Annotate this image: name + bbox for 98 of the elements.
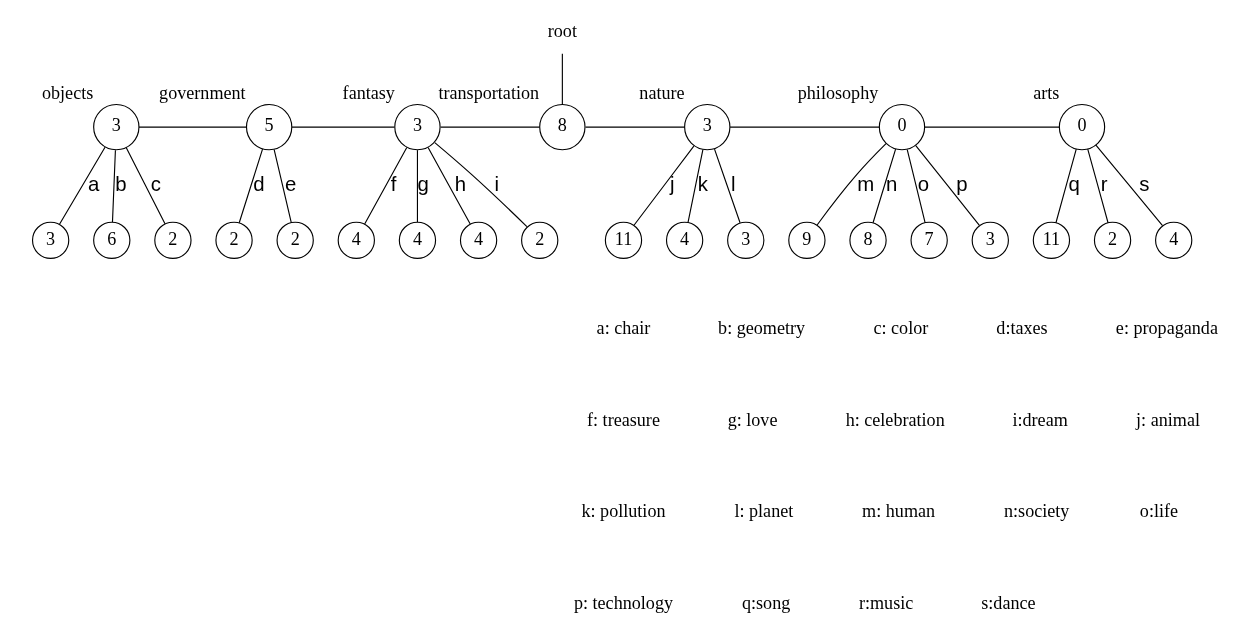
connector (111, 149, 116, 223)
connector (561, 53, 563, 105)
label: n:society (1004, 501, 1070, 522)
label: l: planet (734, 501, 794, 522)
label: s:dance (981, 593, 1036, 614)
node-circle: 0 (1058, 103, 1106, 151)
label: r:music (858, 593, 914, 614)
connector (915, 145, 980, 227)
edge-label: s (1139, 172, 1150, 195)
connector (416, 149, 418, 223)
label: j: animal (1136, 409, 1200, 430)
connector (291, 126, 395, 128)
edge-label: f (390, 172, 397, 195)
node-circle: 2 (521, 221, 559, 259)
label: i:dream (1012, 409, 1068, 430)
edge-label: j (669, 172, 675, 195)
node-circle: 2 (215, 221, 253, 259)
edge-label: k (697, 172, 708, 195)
connector (58, 146, 106, 225)
connector (125, 147, 166, 225)
connector (273, 149, 292, 224)
node-circle: 4 (337, 221, 375, 259)
connector (713, 148, 741, 224)
node-circle: 3 (394, 103, 441, 151)
node-label: government (159, 82, 246, 103)
node-circle: 4 (398, 221, 437, 259)
label: f: treasure (587, 409, 660, 430)
node-circle: 4 (665, 221, 704, 259)
connector (816, 143, 887, 226)
label: q:song (741, 593, 791, 614)
label: p: technology (573, 593, 674, 614)
node-text: root (547, 21, 577, 42)
node-circle: 2 (154, 221, 192, 259)
edge-label: g (417, 172, 429, 195)
node-circle: 11 (1032, 221, 1071, 259)
label: c: color (873, 318, 929, 339)
node-circle: 8 (849, 221, 887, 259)
node-circle: 3 (684, 103, 731, 151)
edge-label: q (1068, 172, 1080, 195)
node-circle: 9 (788, 221, 826, 259)
node-label: arts (1033, 82, 1060, 103)
connector (434, 142, 528, 228)
edge-label: e (284, 172, 297, 195)
connector (1095, 144, 1164, 227)
node-circle: 0 (878, 103, 926, 151)
connector (633, 145, 695, 226)
edge-label: o (917, 172, 930, 195)
connector (1055, 148, 1077, 224)
connector (427, 147, 471, 225)
connector (872, 148, 897, 224)
edge-label: d (253, 172, 265, 195)
edge-label: p (956, 172, 968, 195)
node-circle: 3 (93, 103, 140, 151)
label: b: geometry (718, 318, 806, 339)
label: o:life (1139, 501, 1179, 522)
connector (687, 149, 704, 223)
node-circle: 2 (276, 221, 314, 259)
node-circle: 3 (727, 221, 765, 259)
connector (440, 126, 541, 128)
node-circle: 8 (539, 103, 586, 151)
node-label: fantasy (342, 82, 395, 103)
connector (924, 126, 1060, 128)
node-circle: 3 (31, 221, 70, 259)
label: g: love (727, 409, 778, 430)
label: a: chair (596, 318, 651, 339)
connector (138, 126, 247, 128)
node-circle: 4 (459, 221, 498, 259)
connector (238, 148, 264, 224)
edge-label: n (886, 172, 898, 195)
node-circle: 3 (971, 221, 1009, 259)
node-label: nature (639, 82, 685, 103)
node-label: philosophy (797, 82, 879, 103)
connector (364, 147, 408, 225)
connector (585, 126, 685, 128)
node-circle: 5 (245, 103, 293, 151)
node-circle: 7 (910, 221, 948, 259)
connector (729, 126, 880, 128)
label: e: propaganda (1115, 318, 1218, 339)
label: h: celebration (845, 409, 945, 430)
edge-label: c (150, 172, 162, 195)
edge-label: l (731, 172, 736, 195)
edge-label: m (857, 172, 875, 195)
edge-label: b (115, 172, 127, 195)
node-label: transportation (438, 82, 540, 103)
node-circle: 6 (93, 221, 131, 259)
connector (1087, 148, 1109, 224)
edge-label: a (88, 172, 100, 195)
node-circle: 2 (1093, 221, 1132, 259)
connector (906, 149, 926, 224)
edge-label: r (1100, 172, 1108, 195)
node-label: objects (41, 82, 94, 103)
edge-label: h (454, 172, 467, 195)
label: k: pollution (581, 501, 666, 522)
label: d:taxes (996, 318, 1048, 339)
label: m: human (862, 501, 936, 522)
edge-label: i (494, 172, 499, 195)
node-circle: 11 (604, 221, 643, 259)
node-circle: 4 (1155, 221, 1193, 259)
